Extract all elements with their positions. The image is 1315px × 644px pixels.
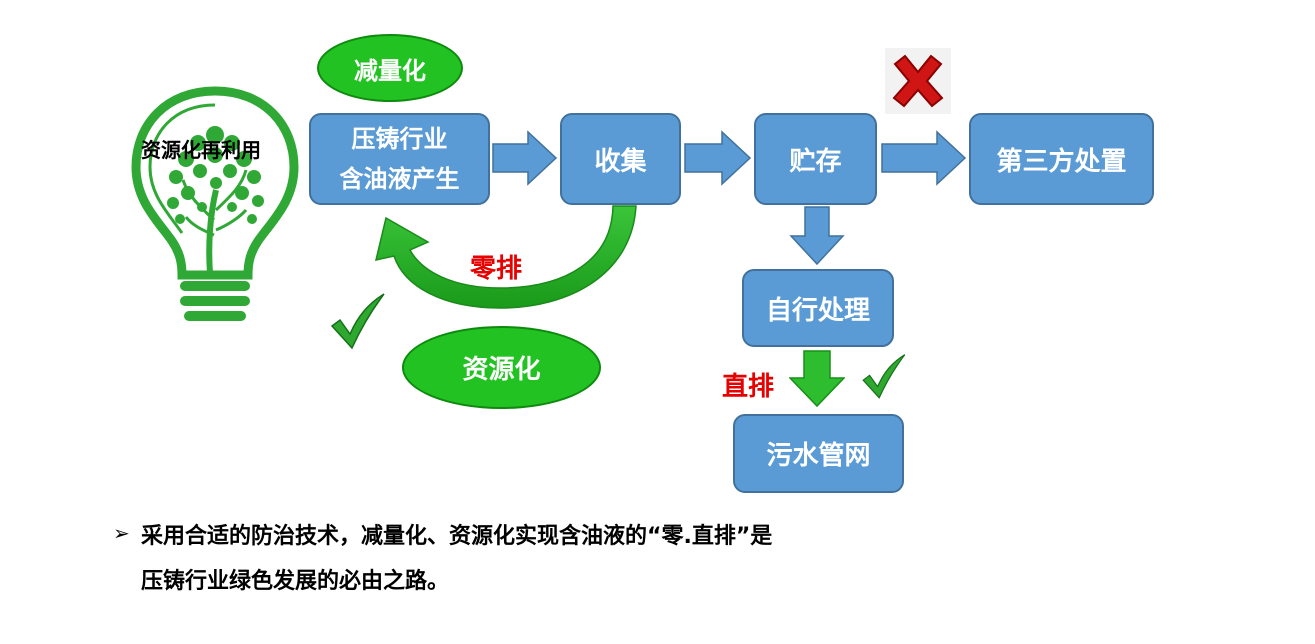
self-treat-box: 自行处理 — [742, 269, 894, 347]
arrow-down-icon — [789, 206, 845, 266]
zero-discharge-label: 零排 — [470, 254, 523, 284]
conclusion-line-1: 采用合适的防治技术，减量化、资源化实现含油液的“零.直排”是 — [141, 524, 773, 549]
resource-ellipse: 资源化 — [402, 326, 601, 409]
bullet-marker: ➢ — [113, 521, 130, 545]
reduce-ellipse: 减量化 — [317, 34, 463, 102]
source-line-1: 压铸行业 — [351, 125, 448, 153]
arrow-right-icon — [684, 130, 752, 186]
store-box: 贮存 — [754, 113, 877, 205]
source-box: 压铸行业 含油液产生 — [309, 113, 490, 205]
sewer-box: 污水管网 — [733, 414, 904, 493]
green-check-icon — [862, 354, 906, 399]
conclusion-line-2: 压铸行业绿色发展的必由之路。 — [141, 569, 450, 594]
bulb-label: 资源化再利用 — [141, 138, 261, 162]
arrow-down-green-icon — [789, 350, 845, 408]
arrow-right-icon — [881, 130, 967, 186]
collect-box: 收集 — [560, 113, 681, 205]
curved-return-arrow — [374, 205, 637, 309]
lightbulb-tree-icon — [131, 86, 299, 321]
green-check-icon — [330, 293, 385, 350]
red-x-icon — [885, 48, 951, 114]
third-party-box: 第三方处置 — [969, 113, 1154, 205]
source-line-2: 含油液产生 — [339, 165, 460, 193]
direct-discharge-label: 直排 — [722, 372, 775, 402]
arrow-right-icon — [492, 130, 558, 186]
